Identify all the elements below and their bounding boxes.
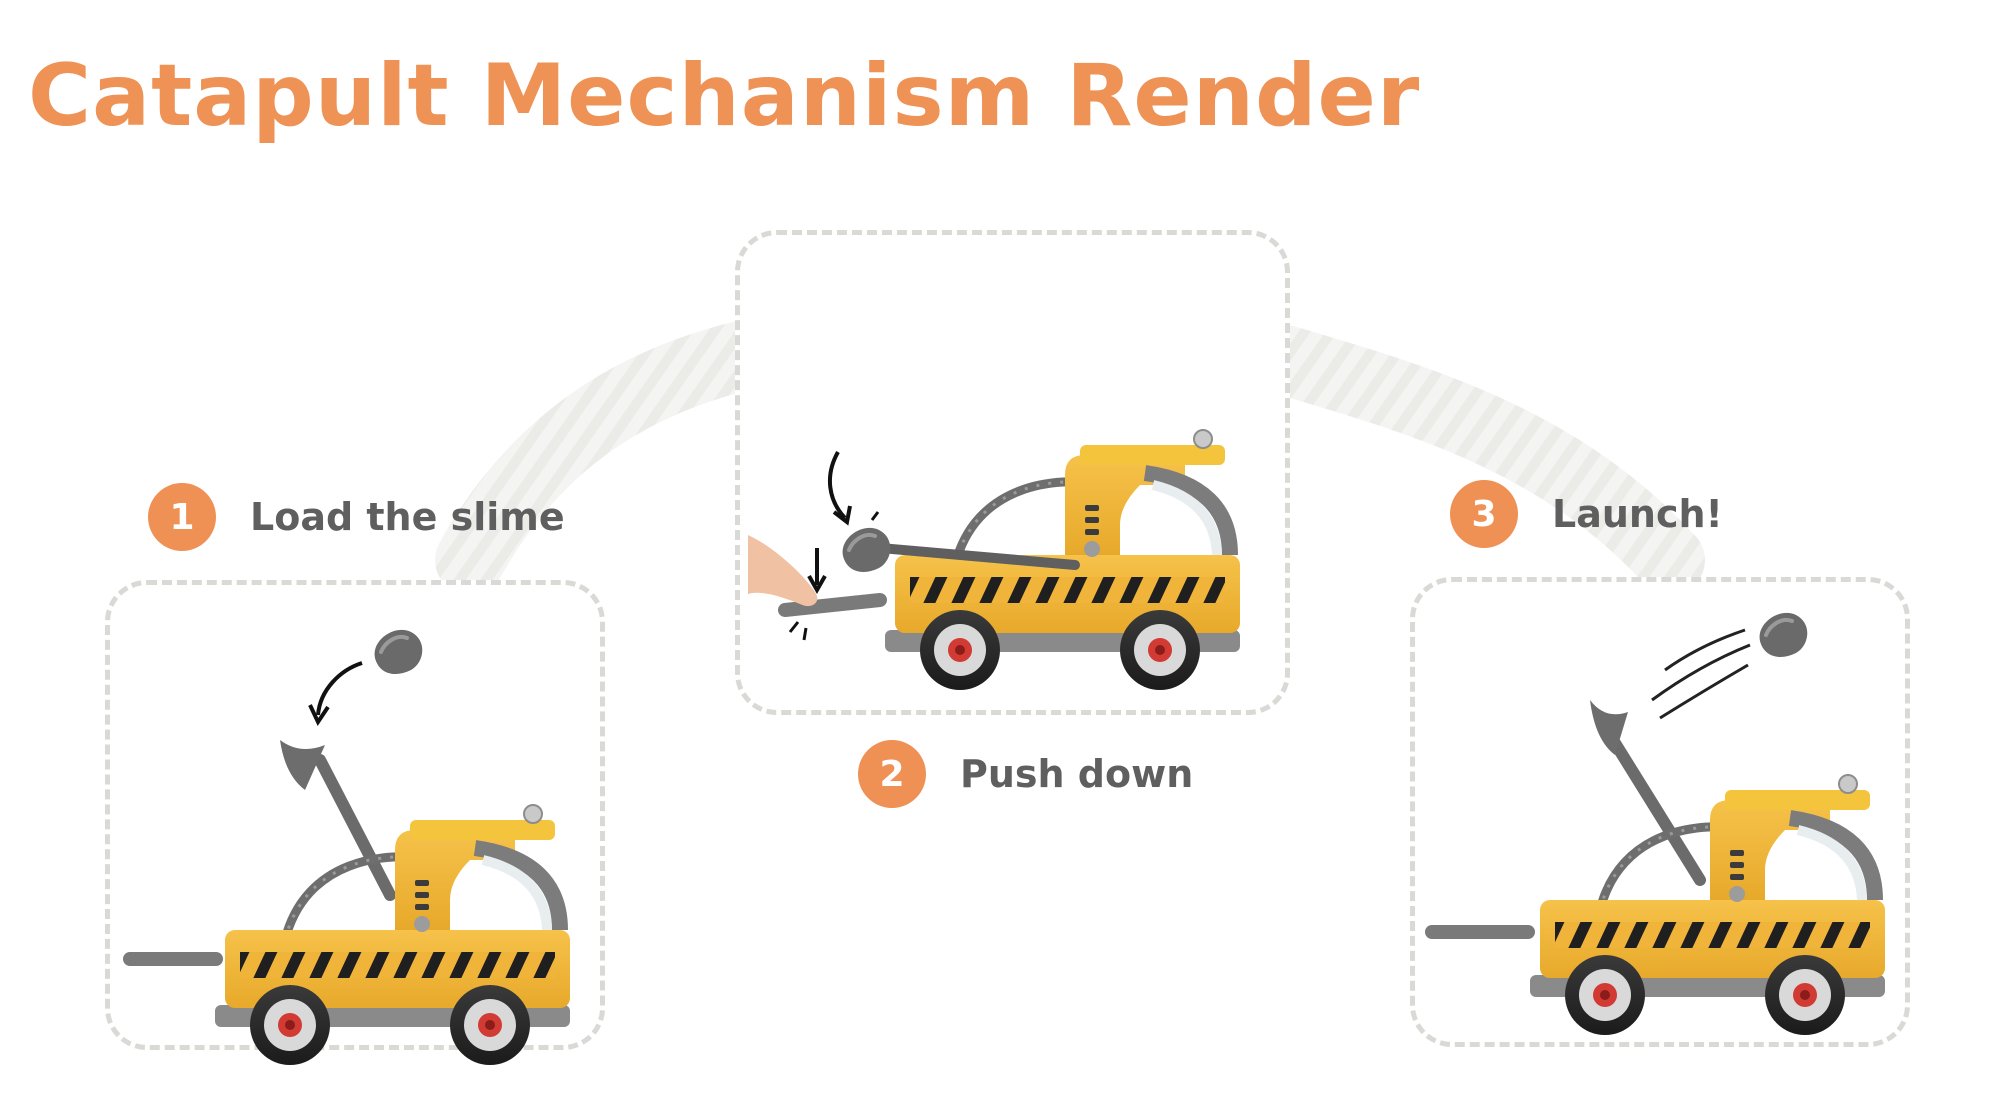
page-title: Catapult Mechanism Render xyxy=(28,46,1421,146)
catapult-arm-lowered xyxy=(778,543,1080,617)
step-1-label: 1 Load the slime xyxy=(148,483,565,551)
catapult-vehicle xyxy=(1530,775,1885,1035)
catapult-arm-launched xyxy=(1590,700,1706,886)
tire-track-left xyxy=(435,320,780,595)
step-1-text: Load the slime xyxy=(250,495,565,539)
finger-icon xyxy=(748,535,818,607)
step-3-label: 3 Launch! xyxy=(1450,480,1723,548)
curved-arrow-icon xyxy=(316,661,363,716)
step-3-badge: 3 xyxy=(1450,480,1518,548)
motion-lines-icon xyxy=(1651,628,1751,720)
step-3-text: Launch! xyxy=(1552,492,1723,536)
step-2-text: Push down xyxy=(960,752,1194,796)
curved-arrow-icon xyxy=(827,451,847,520)
lever-handle xyxy=(1425,925,1535,939)
lever-handle xyxy=(123,952,223,966)
step-2-badge: 2 xyxy=(858,740,926,808)
catapult-arm-raised xyxy=(280,740,396,901)
step-1-badge: 1 xyxy=(148,483,216,551)
slime-blob-icon xyxy=(1757,610,1810,659)
motion-lines-icon xyxy=(788,511,880,641)
tire-track-right xyxy=(1250,325,1705,595)
step-2-label: 2 Push down xyxy=(858,740,1193,808)
down-arrow-icon xyxy=(807,548,827,595)
